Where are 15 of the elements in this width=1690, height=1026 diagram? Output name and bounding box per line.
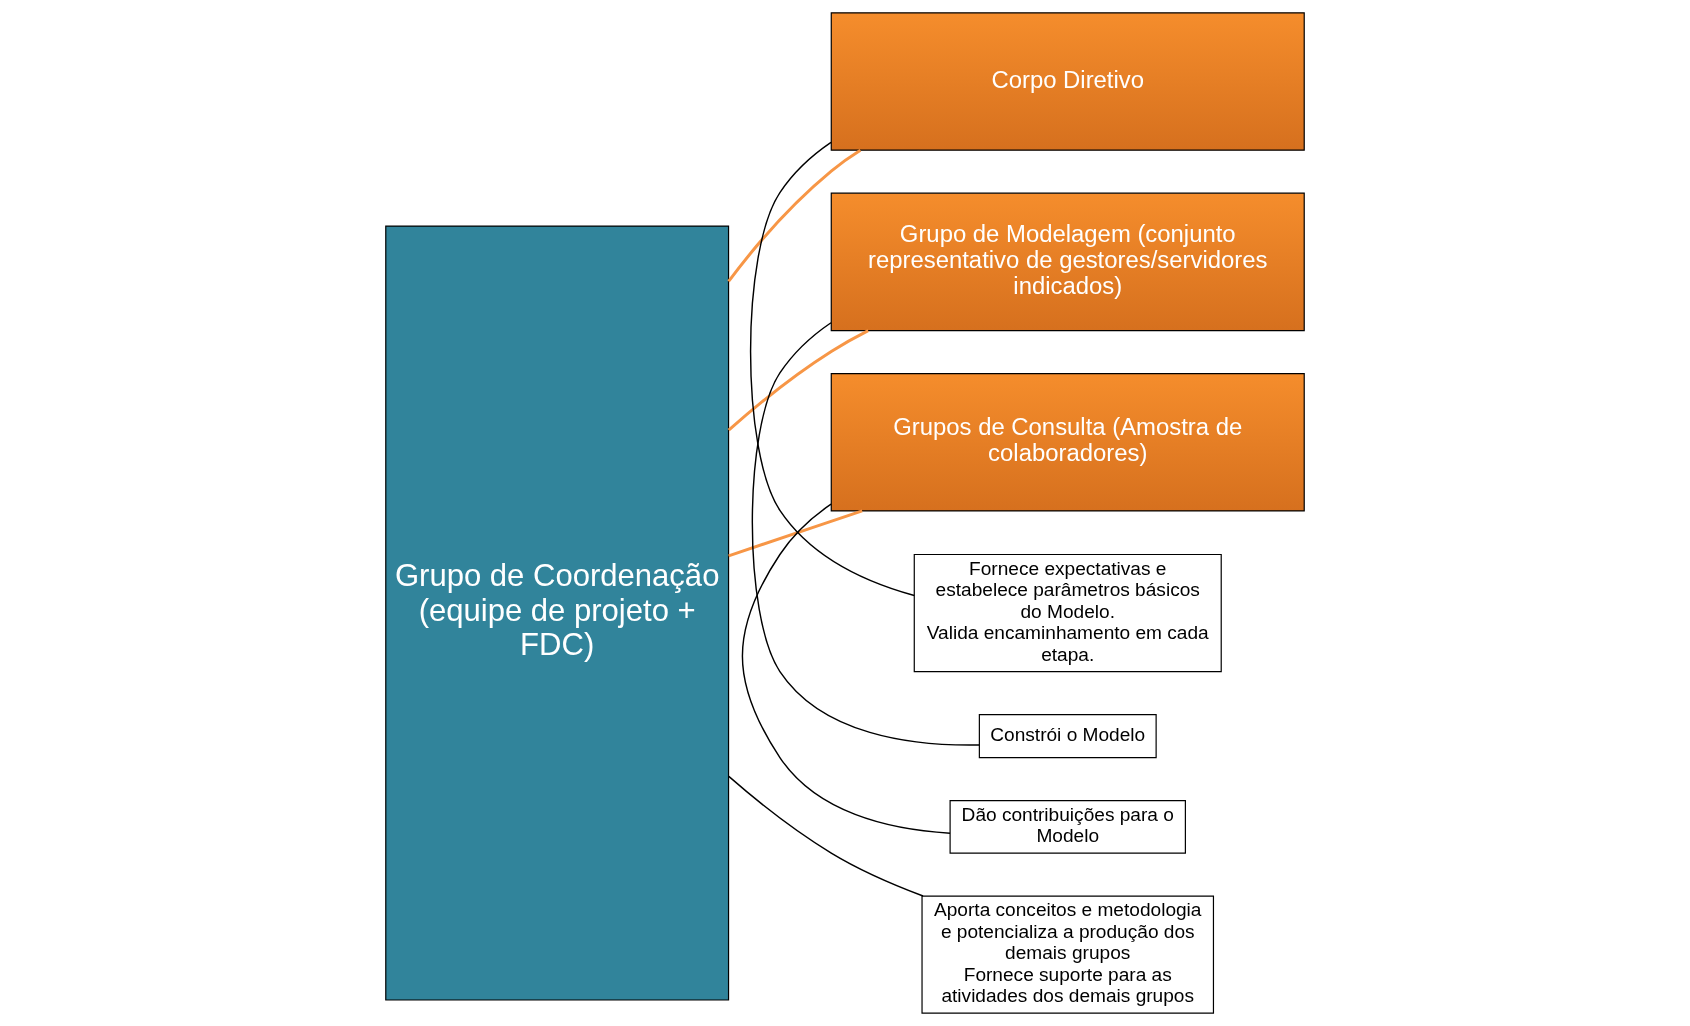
node-box: Grupos de Consulta (Amostra de colaboradores) — [830, 372, 1305, 512]
connector — [727, 329, 869, 432]
node-box: Fornece expectativas e estabelece parâmetros básicos do Modelo. Valida encaminhamento em cada etapa. — [913, 553, 1222, 673]
node-box: Grupo de Modelagem (conjunto representativo de gestores/servidores indicados) — [830, 192, 1305, 332]
connector — [728, 775, 924, 897]
node-box: Corpo Diretivo — [830, 12, 1305, 151]
connector — [728, 509, 863, 558]
node-box: Grupo de Coordenação (equipe de projeto + FDC) — [385, 225, 730, 1001]
node-box: Constrói o Modelo — [978, 713, 1157, 759]
connector — [727, 149, 862, 283]
connector — [751, 322, 981, 746]
connector — [749, 141, 915, 597]
connector — [741, 503, 951, 834]
node-box: Dão contribuições para o Modelo — [949, 799, 1186, 854]
node-box: Aporta conceitos e metodologia e potencializa a produção dos demais grupos Fornece suporte para as atividades dos demais grupos — [921, 895, 1215, 1014]
